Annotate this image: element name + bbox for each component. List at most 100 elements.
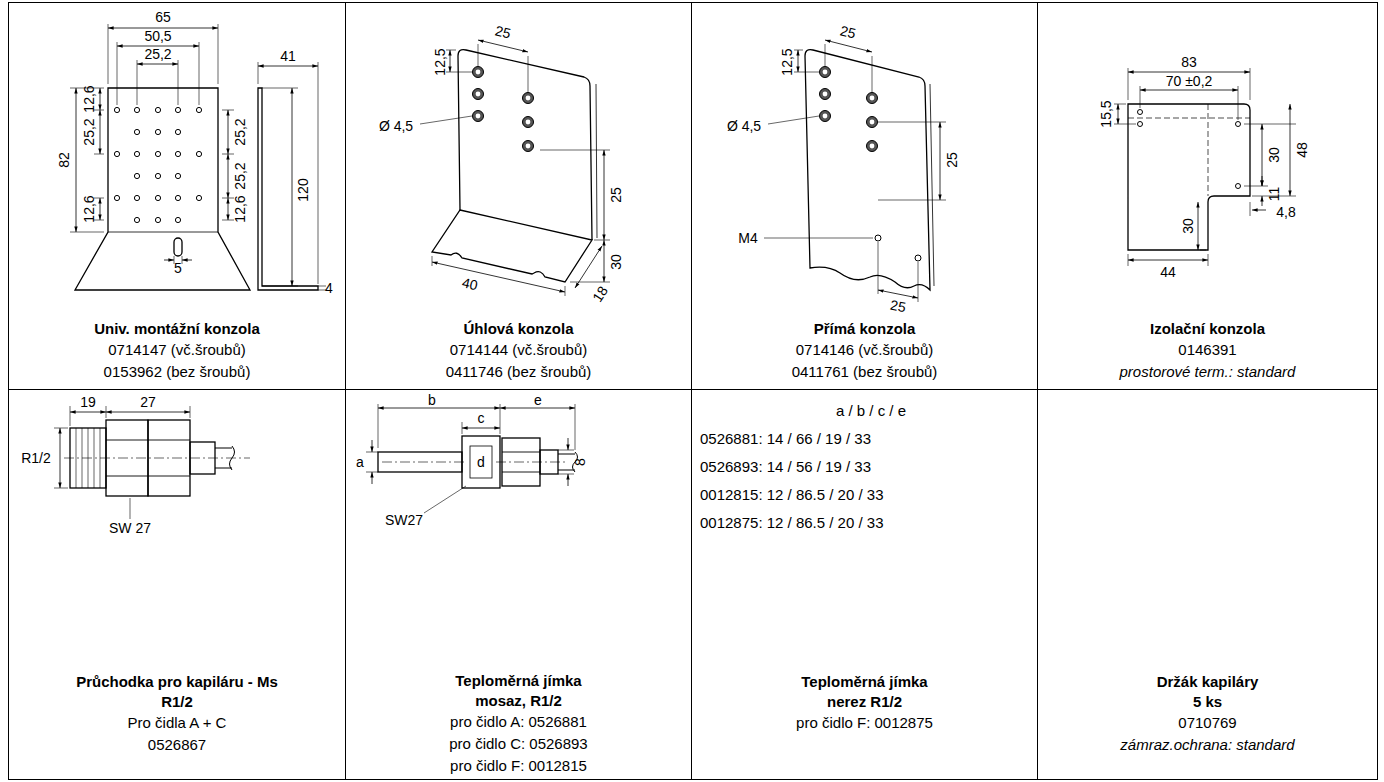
- dimension-lines: [228, 154, 229, 198]
- insulating-bracket-drawing: [1138, 110, 1241, 189]
- straight-bracket-drawing: [867, 93, 878, 104]
- dimension-label: 65: [155, 10, 171, 24]
- dimension-label: R1/2: [21, 451, 51, 465]
- angle-bracket-drawing: [476, 70, 481, 75]
- dimension-lines: [100, 88, 101, 110]
- angle-bracket-drawing: [523, 141, 534, 152]
- dimension-label: 12,6: [82, 85, 96, 112]
- extension-lines: [420, 44, 610, 296]
- dimension-label: 25,2: [233, 118, 247, 145]
- dimension-label: 25: [609, 187, 623, 203]
- straight-bracket-drawing: [867, 141, 878, 152]
- usage-note: prostorové term.: standard: [1120, 361, 1296, 383]
- dimension-label: 5: [174, 261, 182, 275]
- dimension-lines: [432, 262, 565, 292]
- universal-bracket-drawing: [75, 88, 318, 290]
- dimension-lines: [1140, 90, 1238, 91]
- dimension-label: 41: [280, 49, 296, 63]
- dimension-label: 11: [1267, 187, 1281, 202]
- extension-lines: [420, 44, 610, 296]
- universal-bracket-drawing: [196, 151, 201, 156]
- universal-bracket-drawing: [134, 107, 139, 112]
- table-row: 0526881: 14 / 66 / 19 / 33: [700, 431, 871, 446]
- dimension-label: 27: [140, 395, 156, 409]
- dimension-label: 25,2: [144, 47, 171, 61]
- table-cell: Úhlová konzola0714144 (vč.šroubů)0411746…: [345, 2, 692, 390]
- dimension-lines: [478, 40, 528, 52]
- dimension-label: 25: [839, 23, 858, 40]
- dimension-label: 8: [573, 458, 587, 466]
- angle-bracket-drawing: [473, 67, 484, 78]
- order-number: 0714146 (vč.šroubů): [796, 339, 934, 361]
- order-number: pro čidlo F: 0012875: [796, 712, 933, 734]
- usage-note: zámraz.ochrana: standard: [1120, 734, 1294, 756]
- insulating-bracket-drawing: [1128, 104, 1250, 196]
- insulating-bracket-drawing: [1236, 122, 1241, 127]
- dimension-lines: [76, 88, 77, 232]
- caption-block: Úhlová konzola0714144 (vč.šroubů)0411746…: [346, 319, 691, 383]
- universal-bracket-drawing: [175, 129, 180, 134]
- table-row: a / b / c / e: [836, 403, 906, 418]
- universal-bracket-drawing: [114, 151, 119, 156]
- caption-block: Univ. montážní konzola0714147 (vč.šroubů…: [9, 319, 345, 383]
- product-name: Přímá konzola: [814, 319, 916, 339]
- dimension-label: 19: [80, 395, 96, 409]
- angle-bracket-drawing: [476, 92, 481, 97]
- extension-lines: [70, 24, 326, 290]
- dimension-lines: [1128, 72, 1250, 73]
- dimension-label: 12,6: [82, 195, 96, 222]
- dimension-lines: [106, 412, 190, 413]
- dimension-arrows: [164, 260, 174, 261]
- dimension-label: 12,5: [433, 48, 447, 75]
- dimension-label: 15,5: [1099, 100, 1113, 127]
- angle-bracket-drawing: [473, 111, 484, 122]
- dimension-label: 25: [889, 298, 907, 314]
- dimension-lines: [604, 240, 605, 282]
- universal-bracket-drawing: [175, 151, 180, 156]
- dimension-label: SW 27: [109, 521, 151, 535]
- capillary-gland-drawing: [64, 458, 250, 459]
- angle-bracket-drawing: [526, 96, 531, 101]
- order-number: 0411761 (bez šroubů): [792, 361, 938, 383]
- table-cell: Izolační konzola0146391prostorové term.:…: [1037, 2, 1378, 390]
- dimension-lines: [450, 50, 451, 72]
- thermowell-drawing: [462, 436, 500, 488]
- capillary-gland-drawing: [64, 420, 250, 496]
- dimension-label: 4: [325, 281, 333, 295]
- extension-lines: [366, 404, 575, 513]
- table-cell: Teploměrná jímka mosaz, R1/2pro čidlo A:…: [345, 389, 692, 780]
- insulating-bracket-drawing: [1236, 184, 1241, 189]
- universal-bracket-drawing: [155, 129, 160, 134]
- dimension-label: 44: [1160, 265, 1176, 279]
- dimension-lines: [798, 50, 799, 72]
- universal-bracket-drawing: [114, 195, 119, 200]
- dimension-label: Ø 4,5: [379, 119, 413, 133]
- angle-bracket-drawing: [526, 144, 531, 149]
- universal-bracket-drawing: [114, 107, 201, 222]
- dimension-label: a: [356, 455, 364, 469]
- order-number: 0411746 (bez šroubů): [446, 361, 592, 383]
- straight-bracket-drawing: [870, 144, 875, 149]
- order-number: 0714147 (vč.šroubů): [108, 339, 246, 361]
- angle-bracket-drawing: [432, 50, 597, 282]
- universal-bracket-drawing: [155, 173, 160, 178]
- universal-bracket-drawing: [174, 238, 182, 256]
- extension-lines: [1114, 68, 1296, 266]
- dimension-lines: [70, 412, 106, 413]
- dimension-label: 30: [609, 254, 623, 270]
- caption-block: Přímá konzola0714146 (vč.šroubů)0411761 …: [692, 319, 1037, 383]
- dimension-arrows: [568, 438, 569, 450]
- dimension-label: M4: [738, 231, 757, 245]
- extension-lines: [70, 24, 326, 290]
- angle-bracket-drawing: [476, 114, 481, 119]
- order-number: 0526867: [148, 734, 206, 756]
- dimension-label: 83: [1181, 55, 1197, 69]
- order-number: 0710769: [1178, 712, 1236, 734]
- dimension-label: 70 ±0,2: [1166, 74, 1213, 88]
- dimension-arrows: [372, 438, 568, 486]
- angle-bracket-drawing: [432, 210, 592, 282]
- universal-bracket-drawing: [134, 173, 139, 178]
- order-number: Pro čidla A + C: [128, 712, 227, 734]
